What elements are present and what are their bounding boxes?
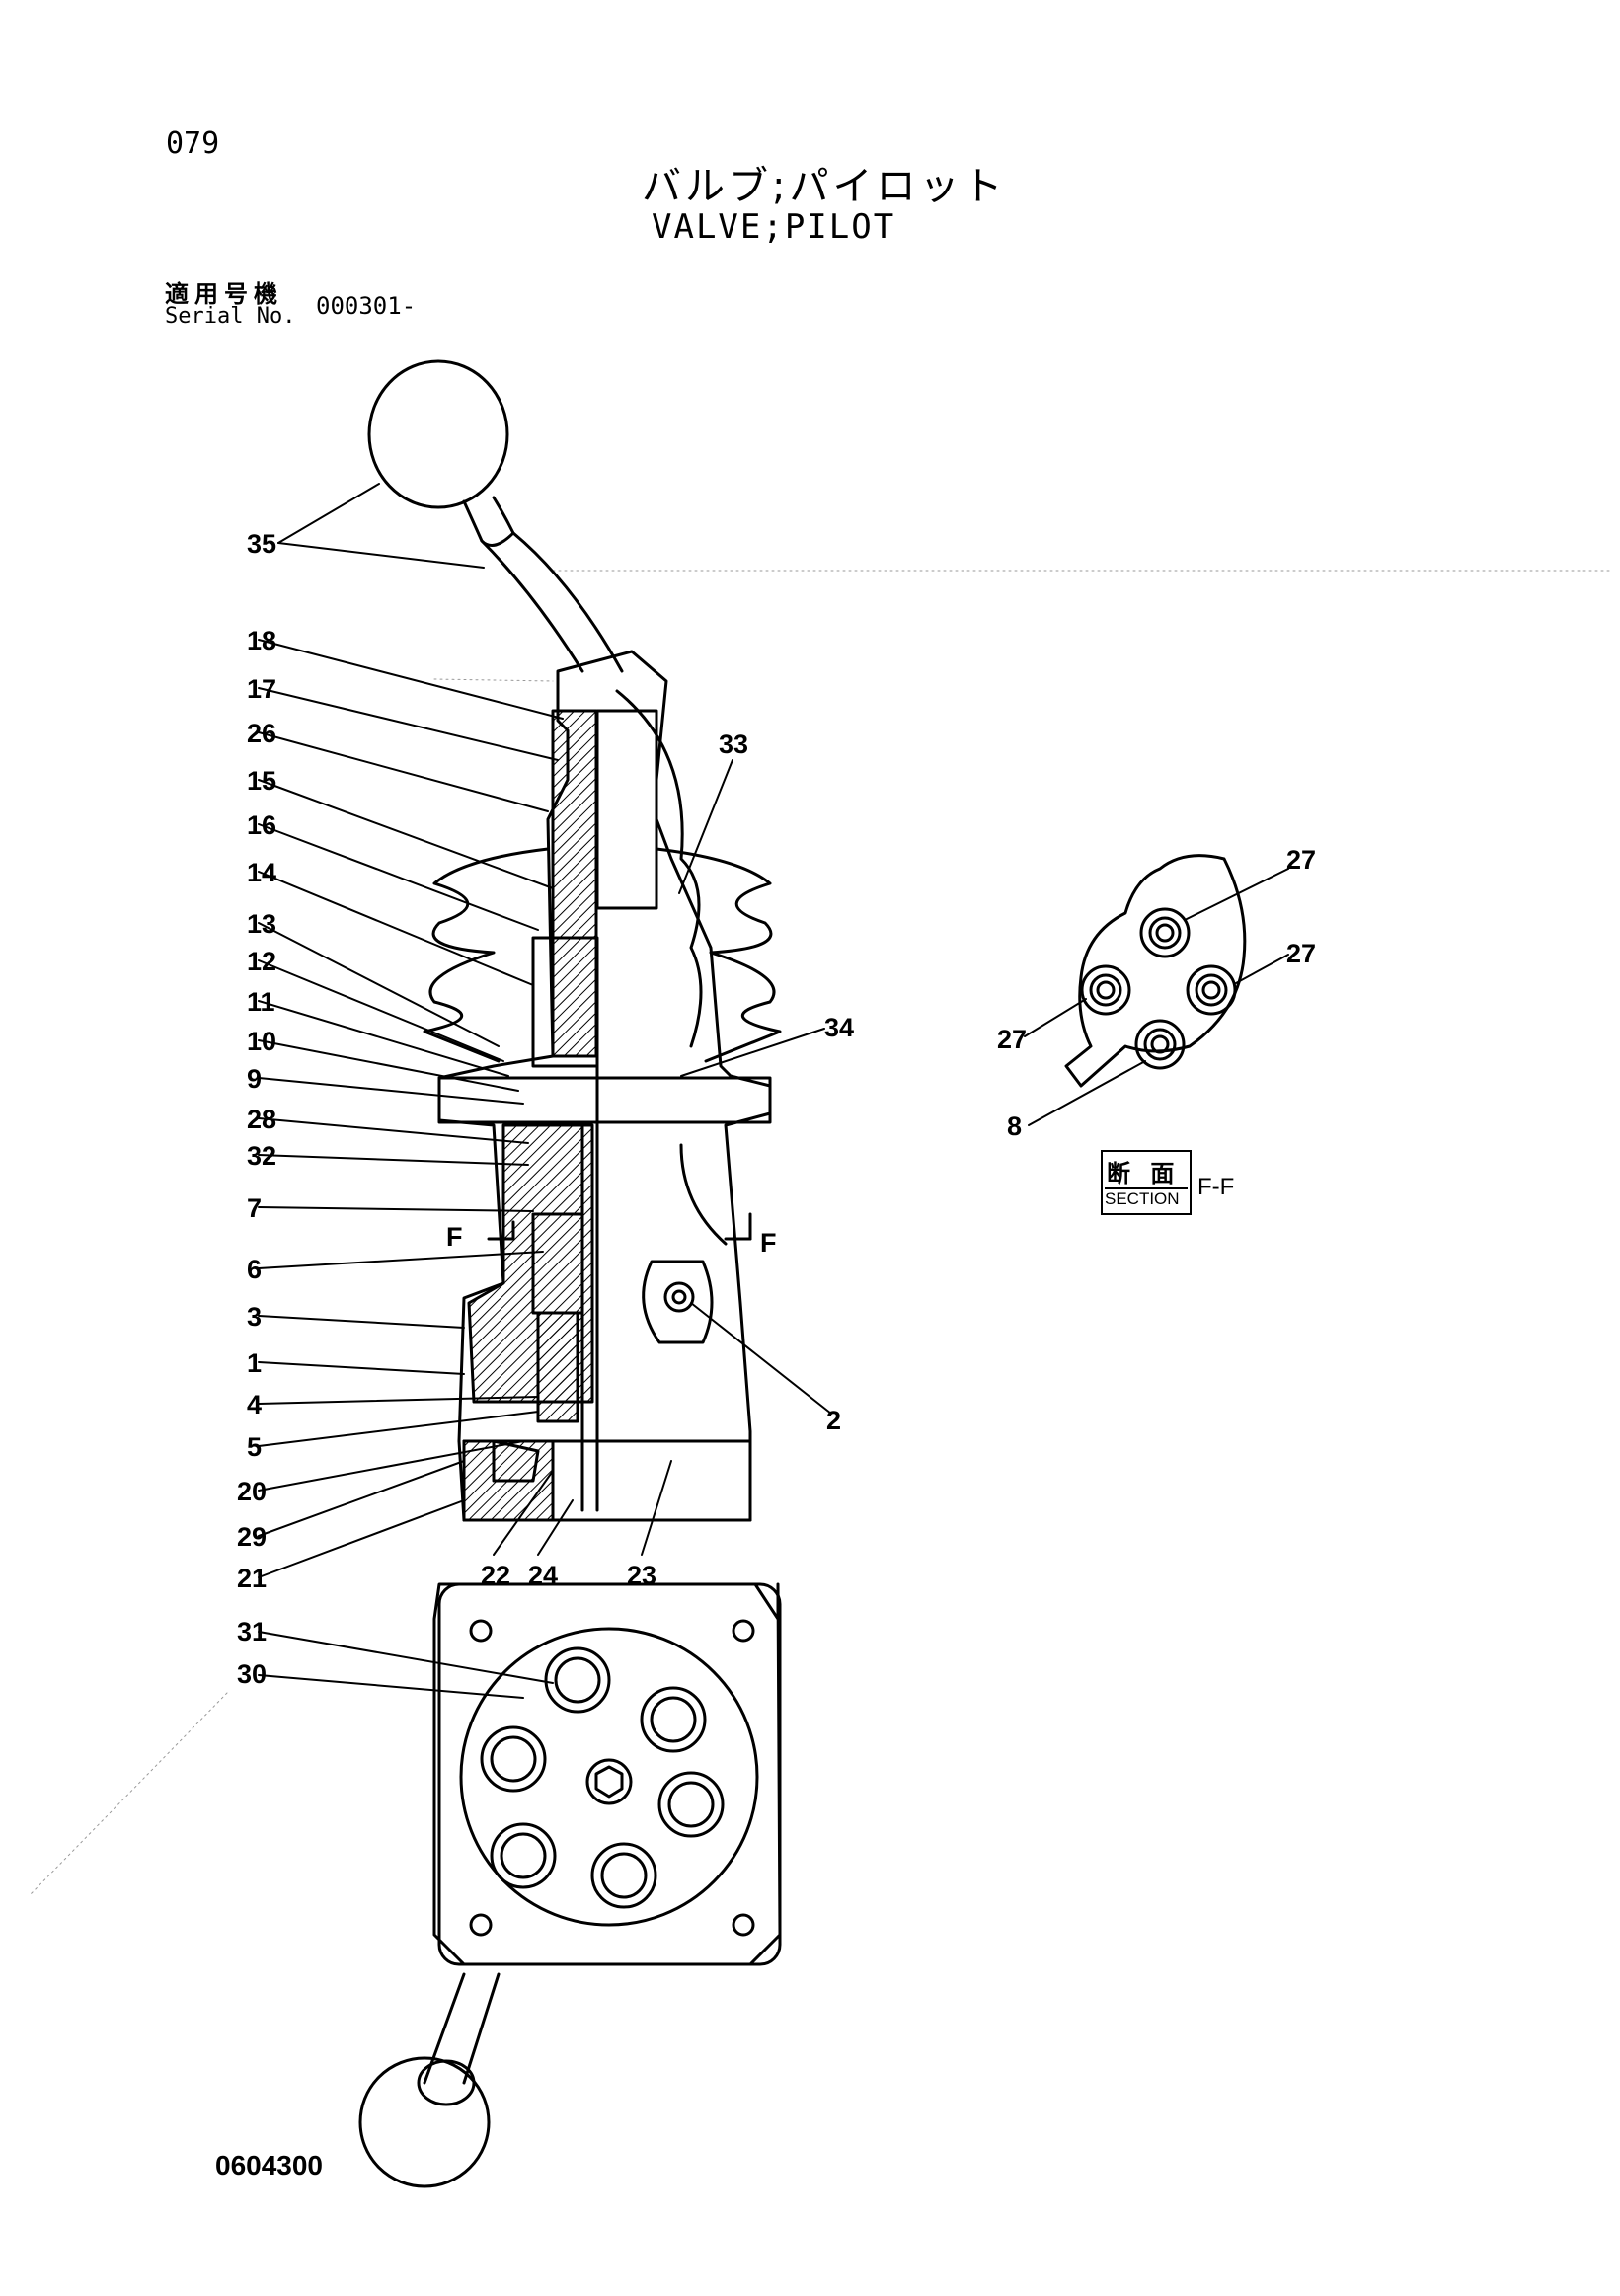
- callout-8: 8: [1007, 1111, 1022, 1141]
- callout-6: 6: [247, 1255, 262, 1284]
- callout-16: 16: [247, 810, 276, 840]
- section-ff-detail: [1064, 854, 1247, 1088]
- callout-20: 20: [237, 1477, 267, 1506]
- callout-33: 33: [719, 729, 748, 759]
- section-label-box: 断 面 SECTION: [1101, 1150, 1192, 1215]
- callout-labels: 35 18 17 26 15 16 14 13 12 11 10 9 28 32…: [237, 529, 1316, 1689]
- callout-22: 22: [481, 1561, 510, 1590]
- callout-3: 3: [247, 1302, 262, 1332]
- leader-lines: [258, 483, 1289, 1699]
- section-kanji: 断 面: [1107, 1160, 1181, 1187]
- callout-29: 29: [237, 1522, 267, 1552]
- title-japanese: バルブ;パイロット: [642, 164, 1007, 209]
- callout-30: 30: [237, 1659, 267, 1689]
- callout-2: 2: [826, 1406, 841, 1435]
- title-english: VALVE;PILOT: [652, 207, 896, 247]
- serial-label-japanese: 適用号機: [165, 280, 283, 308]
- callout-11: 11: [247, 987, 275, 1017]
- callout-15: 15: [247, 766, 276, 796]
- callout-28: 28: [247, 1105, 276, 1134]
- section-id: F-F: [1197, 1174, 1235, 1200]
- callout-27-top: 27: [1286, 845, 1316, 875]
- bottom-view: [358, 1582, 782, 2188]
- callout-35: 35: [247, 529, 276, 559]
- callout-7: 7: [247, 1193, 262, 1223]
- callout-5: 5: [247, 1432, 262, 1462]
- callout-10: 10: [247, 1027, 276, 1056]
- scan-artifacts: [29, 570, 1610, 1896]
- callout-9: 9: [247, 1064, 262, 1094]
- serial-value: 000301-: [316, 292, 417, 320]
- drawing-number: 0604300: [215, 2150, 324, 2181]
- callout-1: 1: [247, 1348, 262, 1378]
- callout-27-right: 27: [1286, 939, 1316, 968]
- callout-14: 14: [247, 858, 276, 887]
- callout-34: 34: [824, 1013, 854, 1042]
- callout-26: 26: [247, 719, 276, 748]
- callout-32: 32: [247, 1141, 276, 1171]
- section-label: 断 面 SECTION F-F: [1101, 1150, 1249, 1215]
- callout-4: 4: [247, 1390, 262, 1419]
- section-cut-mark-left: F: [446, 1222, 463, 1252]
- serial-label-english: Serial No.: [165, 304, 296, 329]
- section-word: SECTION: [1105, 1187, 1188, 1209]
- callout-21: 21: [237, 1564, 267, 1593]
- page-number: 079: [166, 126, 220, 161]
- callout-23: 23: [627, 1561, 656, 1590]
- callout-12: 12: [247, 947, 276, 976]
- callout-27-left: 27: [997, 1025, 1027, 1054]
- callout-31: 31: [237, 1617, 267, 1646]
- section-cut-mark-right: F: [760, 1228, 777, 1258]
- callout-17: 17: [247, 674, 276, 704]
- callout-13: 13: [247, 909, 276, 939]
- callout-24: 24: [528, 1561, 558, 1590]
- valve-body: [423, 650, 782, 1522]
- lever-top: [367, 359, 624, 673]
- callout-18: 18: [247, 626, 276, 655]
